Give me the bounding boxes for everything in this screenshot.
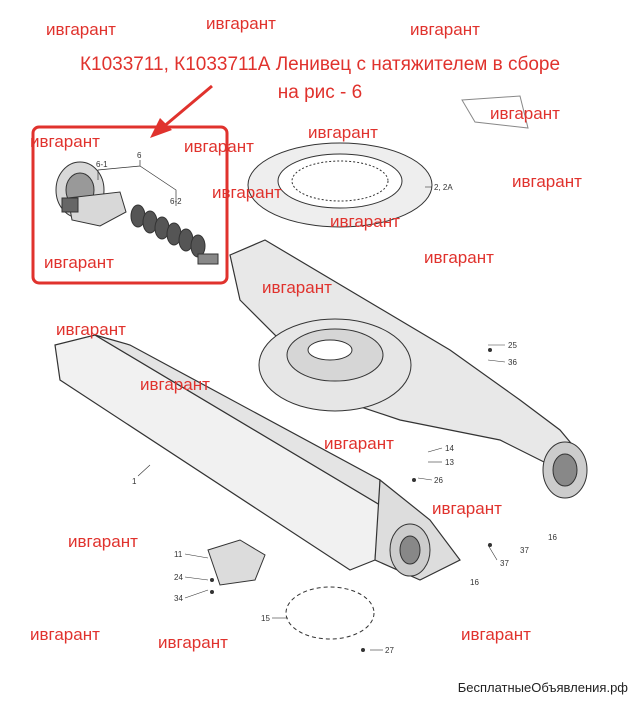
title-line-2: на рис - 6 <box>277 82 363 103</box>
callout-26: 26 <box>434 476 443 485</box>
swing-bearing <box>247 142 433 228</box>
watermark: ивгарант <box>30 625 100 644</box>
callout-34: 34 <box>174 594 183 603</box>
watermark: ивгарант <box>512 172 582 191</box>
callout-37-left: 37 <box>500 559 509 568</box>
tension-spring <box>130 204 219 265</box>
watermark: ивгарант <box>432 499 502 518</box>
watermark: ивгарант <box>158 633 228 652</box>
callout-11: 11 <box>174 550 183 559</box>
watermark: ивгарант <box>424 248 494 267</box>
idler-wheel <box>55 161 127 227</box>
callout-27: 27 <box>385 646 394 655</box>
idler-hub <box>389 523 431 577</box>
watermark: ивгарант <box>461 625 531 644</box>
watermark: ивгарант <box>330 212 400 231</box>
center-turntable <box>258 318 412 412</box>
callout-16-left: 16 <box>470 578 479 587</box>
site-footer: БесплатныеОбъявления.рф <box>457 680 628 695</box>
watermark: ивгарант <box>46 20 116 39</box>
callout-36: 36 <box>508 358 517 367</box>
watermark: ивгарант <box>56 320 126 339</box>
watermark: ивгарант <box>68 532 138 551</box>
watermark: ивгарант <box>140 375 210 394</box>
callout-16-right: 16 <box>548 533 557 542</box>
callout-6-1: 6-1 <box>96 160 108 169</box>
title-line-1: К1033711, К1033711А Ленивец с натяжителе… <box>79 54 561 75</box>
watermark: ивгарант <box>30 132 100 151</box>
callout-13: 13 <box>445 458 454 467</box>
watermark: ивгарант <box>44 253 114 272</box>
callout-6: 6 <box>137 151 142 160</box>
watermark: ивгарант <box>206 14 276 33</box>
watermark: ивгарант <box>212 183 282 202</box>
watermark: ивгарант <box>410 20 480 39</box>
watermark: ивгарант <box>262 278 332 297</box>
callout-2-2a: 2, 2A <box>434 183 453 192</box>
callout-24: 24 <box>174 573 183 582</box>
callout-1: 1 <box>132 477 137 486</box>
red-arrow <box>150 84 213 138</box>
watermark: ивгарант <box>324 434 394 453</box>
watermark: ивгарант <box>184 137 254 156</box>
callout-25: 25 <box>508 341 517 350</box>
callout-14: 14 <box>445 444 454 453</box>
watermark: ивгарант <box>308 123 378 142</box>
guard-bracket <box>207 539 266 586</box>
callout-15: 15 <box>261 614 270 623</box>
sprocket-housing <box>542 441 588 499</box>
callout-37-right: 37 <box>520 546 529 555</box>
small-plate <box>461 95 529 129</box>
highlight-box <box>31 125 229 285</box>
cover-plate <box>285 586 375 640</box>
callout-6-2: 6-2 <box>170 197 182 206</box>
watermark: ивгарант <box>490 104 560 123</box>
